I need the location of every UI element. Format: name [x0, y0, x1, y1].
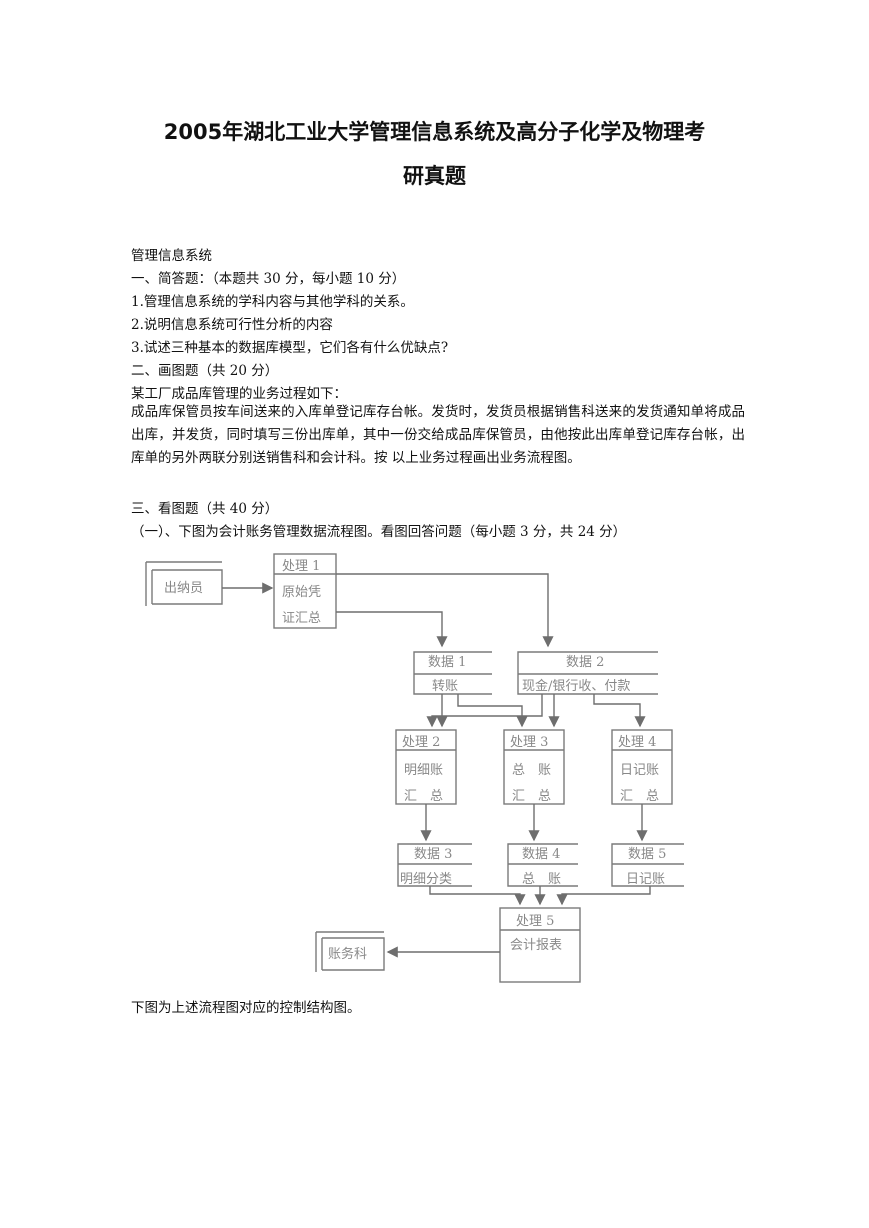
- process-4: 处理 4 日记账 汇 总: [611, 729, 673, 805]
- svg-text:数据 1: 数据 1: [428, 655, 466, 670]
- data-store-5: 数据 5 日记账: [611, 843, 684, 887]
- svg-text:处理 1: 处理 1: [282, 559, 320, 574]
- svg-text:出纳员: 出纳员: [164, 581, 203, 596]
- section2-text: 成品库保管员按车间送来的入库单登记库存台帐。发货时，发货员根据销售科送来的发货通…: [131, 404, 745, 466]
- svg-text:处理 2: 处理 2: [402, 735, 440, 750]
- document-title-line1: 2005年湖北工业大学管理信息系统及高分子化学及物理考: [163, 120, 706, 144]
- question-2: 2.说明信息系统可行性分析的内容: [131, 317, 333, 333]
- svg-text:证汇总: 证汇总: [282, 611, 321, 626]
- svg-text:汇 总: 汇 总: [404, 789, 443, 804]
- section3-heading: 三、看图题（共 40 分）: [131, 501, 279, 517]
- data-store-1: 数据 1 转账: [413, 651, 492, 695]
- section1-heading: 一、简答题：（本题共 30 分，每小题 10 分）: [131, 271, 406, 287]
- svg-text:账务科: 账务科: [328, 946, 367, 962]
- svg-text:数据 4: 数据 4: [522, 847, 560, 862]
- question-1: 1.管理信息系统的学科内容与其他学科的关系。: [131, 294, 414, 310]
- svg-text:明细账: 明细账: [404, 763, 443, 778]
- svg-text:原始凭: 原始凭: [282, 585, 321, 600]
- svg-text:明细分类: 明细分类: [400, 872, 452, 887]
- question-3: 3.试述三种基本的数据库模型，它们各有什么优缺点?: [131, 340, 449, 356]
- after-diagram-text: 下图为上述流程图对应的控制结构图。: [131, 1000, 361, 1016]
- process-3: 处理 3 总 账 汇 总: [503, 729, 565, 805]
- svg-text:会计报表: 会计报表: [510, 938, 562, 953]
- svg-text:处理 4: 处理 4: [618, 735, 656, 750]
- entity-accounts: 账务科: [315, 931, 385, 972]
- svg-text:总 账: 总 账: [522, 872, 561, 887]
- svg-text:日记账: 日记账: [620, 763, 659, 778]
- svg-text:日记账: 日记账: [626, 872, 665, 887]
- svg-text:汇 总: 汇 总: [620, 789, 659, 804]
- svg-text:数据 2: 数据 2: [566, 655, 604, 670]
- process-1: 处理 1 原始凭 证汇总: [273, 553, 337, 629]
- subject-heading: 管理信息系统: [131, 248, 212, 264]
- data-store-4: 数据 4 总 账: [507, 843, 578, 887]
- data-flow-diagram: 出纳员 处理 1 原始凭 证汇总 数据 1 转账 数据 2 现金/银行收、付款 …: [145, 553, 684, 983]
- data-store-3: 数据 3 明细分类: [397, 843, 472, 887]
- svg-text:总 账: 总 账: [512, 763, 551, 778]
- section2-heading: 二、画图题（共 20 分）: [131, 363, 279, 379]
- process-5: 处理 5 会计报表: [499, 907, 581, 983]
- process-2: 处理 2 明细账 汇 总: [395, 729, 457, 805]
- document-title-line2: 研真题: [403, 164, 466, 188]
- data-store-2: 数据 2 现金/银行收、付款: [517, 651, 658, 695]
- svg-text:数据 3: 数据 3: [414, 847, 452, 862]
- entity-cashier: 出纳员: [145, 561, 223, 606]
- svg-text:处理 5: 处理 5: [516, 914, 554, 929]
- flow-lines: [222, 573, 651, 958]
- section2-intro: 某工厂成品库管理的业务过程如下：: [131, 386, 347, 402]
- svg-text:转账: 转账: [432, 679, 458, 694]
- svg-text:现金/银行收、付款: 现金/银行收、付款: [522, 678, 630, 694]
- svg-text:处理 3: 处理 3: [510, 735, 548, 750]
- svg-text:数据 5: 数据 5: [628, 847, 666, 862]
- section3-sub1: （一）、下图为会计账务管理数据流程图。看图回答问题（每小题 3 分，共 24 分…: [131, 524, 627, 540]
- svg-text:汇 总: 汇 总: [512, 789, 551, 804]
